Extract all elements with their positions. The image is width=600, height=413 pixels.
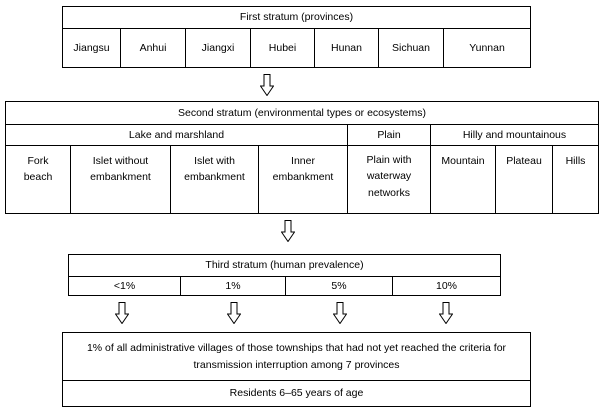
first-stratum-box: First stratum (provinces) Jiangsu Anhui … bbox=[62, 6, 531, 68]
type-islet-without-embankment: Islet without embankment bbox=[71, 146, 170, 192]
prevalence-level: 5% bbox=[331, 279, 347, 292]
type-plain-waterway-networks: Plain with waterway networks bbox=[348, 146, 430, 212]
first-stratum-title: First stratum (provinces) bbox=[239, 11, 354, 24]
divider bbox=[70, 146, 71, 213]
group-hilly-mountainous: Hilly and mountainous bbox=[462, 128, 567, 141]
type-fork-beach: Fork beach bbox=[6, 146, 70, 192]
prevalence-level: <1% bbox=[113, 279, 136, 292]
divider bbox=[443, 29, 444, 67]
divider bbox=[250, 29, 251, 67]
province-hunan: Hunan bbox=[331, 41, 362, 54]
divider bbox=[552, 146, 553, 213]
divider bbox=[170, 146, 171, 213]
province-yunnan: Yunnan bbox=[469, 41, 505, 54]
down-arrow-icon bbox=[439, 302, 453, 324]
divider bbox=[69, 276, 500, 277]
divider bbox=[6, 124, 598, 125]
divider bbox=[258, 146, 259, 213]
prevalence-level: 1% bbox=[225, 279, 241, 292]
divider bbox=[185, 29, 186, 67]
divider bbox=[314, 29, 315, 67]
type-inner-embankment: Inner embankment bbox=[259, 146, 347, 192]
divider bbox=[6, 145, 598, 146]
divider bbox=[495, 146, 496, 213]
group-lake-marshland: Lake and marshland bbox=[128, 128, 225, 141]
type-islet-with-embankment: Islet with embankment bbox=[171, 146, 258, 192]
type-line: networks bbox=[367, 186, 410, 199]
third-stratum-title: Third stratum (human prevalence) bbox=[205, 259, 364, 272]
type-line: Islet with bbox=[194, 154, 235, 167]
province-hubei: Hubei bbox=[268, 41, 297, 54]
divider bbox=[347, 125, 348, 213]
divider bbox=[63, 380, 530, 381]
divider bbox=[378, 29, 379, 67]
type-plateau: Plateau bbox=[496, 146, 552, 176]
type-line: embankment bbox=[272, 171, 334, 183]
province-sichuan: Sichuan bbox=[392, 41, 430, 54]
third-stratum-box: Third stratum (human prevalence) <1% 1% … bbox=[68, 254, 501, 296]
down-arrow-icon bbox=[115, 302, 129, 324]
type-line: Islet without bbox=[92, 154, 149, 167]
down-arrow-icon bbox=[227, 302, 241, 324]
type-line: Inner bbox=[291, 154, 315, 167]
divider bbox=[392, 277, 393, 295]
province-anhui: Anhui bbox=[139, 41, 167, 54]
province-jiangxi: Jiangxi bbox=[201, 41, 235, 54]
divider bbox=[63, 28, 530, 29]
province-jiangsu: Jiangsu bbox=[73, 41, 110, 54]
type-line: embankment bbox=[90, 171, 151, 183]
type-line: Plain with bbox=[366, 154, 412, 166]
type-mountain: Mountain bbox=[431, 146, 495, 176]
divider bbox=[285, 277, 286, 295]
residents-age-text: Residents 6–65 years of age bbox=[229, 387, 364, 400]
type-line: Hills bbox=[565, 154, 586, 167]
divider bbox=[430, 125, 431, 213]
divider bbox=[180, 277, 181, 295]
villages-criteria-text: 1% of all administrative villages of tho… bbox=[63, 333, 530, 380]
second-stratum-title: Second stratum (environmental types or e… bbox=[177, 106, 427, 119]
sampling-box: 1% of all administrative villages of tho… bbox=[62, 332, 531, 407]
type-hills: Hills bbox=[553, 146, 598, 176]
down-arrow-icon bbox=[281, 220, 295, 242]
down-arrow-icon bbox=[260, 74, 274, 96]
type-line: Plateau bbox=[506, 154, 542, 167]
type-line: embankment bbox=[184, 171, 245, 183]
group-plain: Plain bbox=[377, 128, 401, 141]
villages-line: transmission interruption among 7 provin… bbox=[193, 358, 400, 371]
down-arrow-icon bbox=[333, 302, 347, 324]
type-line: Fork bbox=[27, 154, 49, 167]
type-line: waterway bbox=[366, 170, 412, 183]
divider bbox=[120, 29, 121, 67]
type-line: Mountain bbox=[441, 154, 485, 167]
second-stratum-box: Second stratum (environmental types or e… bbox=[5, 101, 599, 214]
villages-line: 1% of all administrative villages of tho… bbox=[86, 342, 507, 355]
prevalence-level: 10% bbox=[435, 279, 457, 292]
type-line: beach bbox=[23, 171, 53, 183]
